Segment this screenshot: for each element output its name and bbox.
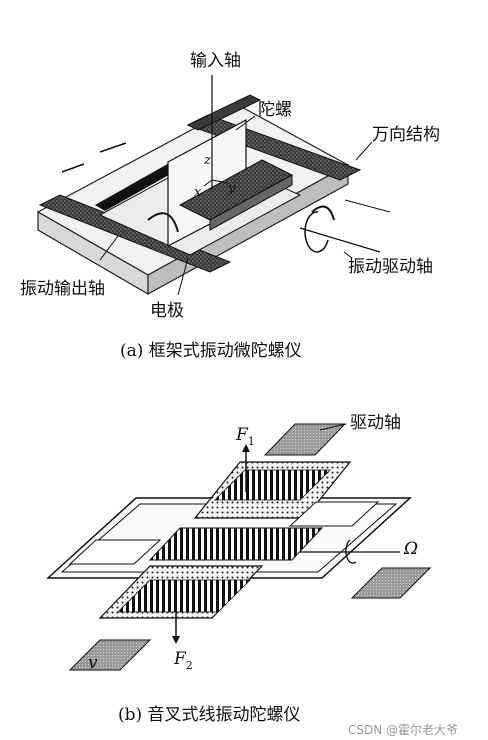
hinge-right [311, 205, 335, 221]
label-omega: Ω [403, 539, 418, 559]
anchor-pad-top [263, 423, 347, 456]
axis-x: x [194, 185, 202, 200]
electrode-block-side [209, 174, 293, 231]
label-vib-output-axis: 振动输出轴 [20, 279, 105, 299]
label-gimbal: 万向结构 [372, 125, 440, 145]
figure-a-frame-gyro: z x y 输入轴 陀螺 万向结构 振动输出轴 电极 振动驱动轴 [20, 51, 440, 321]
comb-drive-center [148, 527, 324, 561]
drive-rotation-arrow [304, 211, 329, 253]
label-electrode: 电极 [150, 301, 184, 321]
label-v: v [88, 653, 98, 673]
label-input-axis: 输入轴 [190, 51, 241, 71]
drive-axis-shaft [299, 227, 381, 253]
anchor-pad-right [350, 567, 432, 599]
figure-b-tuning-fork-gyro: 驱动轴 F1 F2 Ω v [46, 413, 432, 673]
label-gyro: 陀螺 [258, 100, 292, 120]
label-vib-drive-axis: 振动驱动轴 [348, 257, 433, 277]
axis-z: z [203, 153, 211, 168]
anchor-pad-bottom [68, 639, 152, 671]
label-f2: F2 [173, 649, 193, 672]
outer-frame-top [186, 94, 262, 131]
caption-a: (a) 框架式振动微陀螺仪 [120, 341, 302, 361]
hinge-left [147, 212, 179, 233]
outer-frame-left [38, 194, 232, 273]
watermark: CSDN @霍尔老大爷 [348, 722, 458, 737]
axis-y: y [227, 181, 236, 196]
caption-b: (b) 音叉式线振动陀螺仪 [118, 705, 301, 725]
label-drive-axis: 驱动轴 [350, 413, 401, 433]
omega-rotation-arrow [345, 539, 357, 564]
label-f1: F1 [235, 425, 255, 448]
